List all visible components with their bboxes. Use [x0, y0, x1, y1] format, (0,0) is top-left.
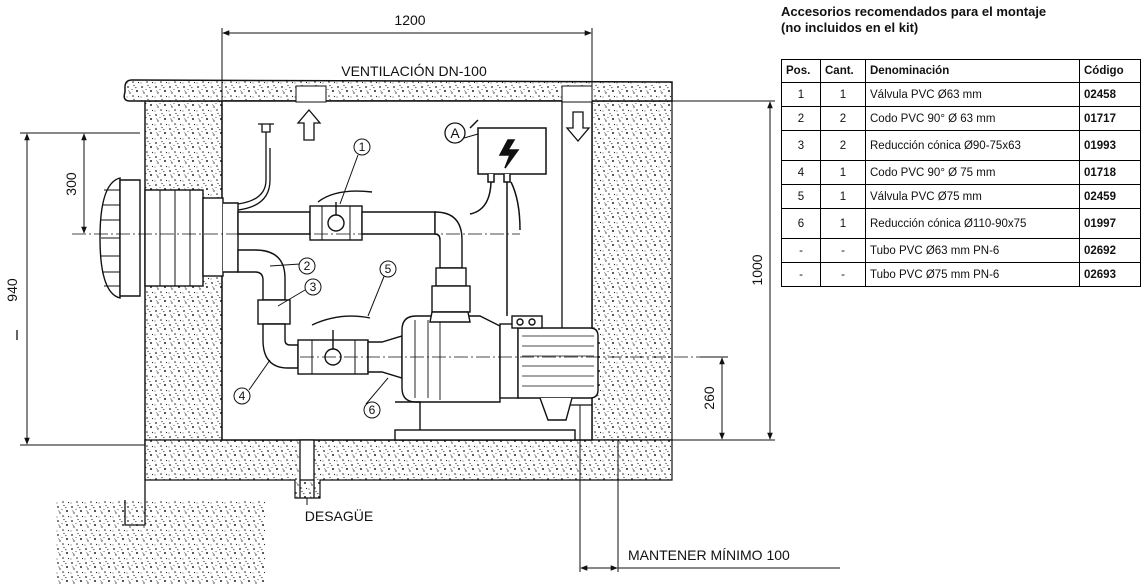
- cell-name: Codo PVC 90° Ø 63 mm: [865, 106, 1080, 131]
- cell-pos: -: [781, 238, 821, 263]
- cell-pos: 1: [781, 82, 821, 107]
- table-row: 4 1 Codo PVC 90° Ø 75 mm 01718: [781, 160, 1141, 185]
- cell-code: 01997: [1079, 208, 1141, 239]
- svg-text:1: 1: [359, 140, 366, 154]
- dim-300-label: 300: [63, 172, 79, 196]
- table-header-row: Pos. Cant. Denominación Código: [781, 59, 1141, 83]
- cell-name: Reducción cónica Ø90-75x63: [865, 130, 1080, 161]
- cell-name: Codo PVC 90° Ø 75 mm: [865, 160, 1080, 185]
- marker-6: 6: [363, 401, 381, 419]
- accessories-table: Pos. Cant. Denominación Código 1 1 Válvu…: [781, 59, 1141, 287]
- table-row: 6 1 Reducción cónica Ø110-90x75 01997: [781, 208, 1141, 239]
- svg-text:6: 6: [369, 403, 376, 417]
- cell-cant: 1: [820, 160, 866, 185]
- cell-cant: -: [820, 238, 866, 263]
- cell-cant: -: [820, 262, 866, 287]
- pump: [394, 311, 599, 441]
- marker-A: A: [444, 122, 466, 144]
- svg-text:5: 5: [385, 262, 392, 276]
- col-pos: Pos.: [781, 59, 821, 83]
- vent-opening-left: [295, 85, 327, 103]
- cell-code: 02693: [1079, 262, 1141, 287]
- cell-code: 01717: [1079, 106, 1141, 131]
- cell-name: Válvula PVC Ø63 mm: [865, 82, 1080, 107]
- drain-label: DESAGÜE: [305, 507, 373, 524]
- table-row: - - Tubo PVC Ø63 mm PN-6 02692: [781, 238, 1141, 263]
- electrical-box: [469, 119, 547, 316]
- table-row: 3 2 Reducción cónica Ø90-75x63 01993: [781, 130, 1141, 161]
- svg-text:3: 3: [310, 280, 317, 294]
- cell-cant: 1: [820, 208, 866, 239]
- drain: [299, 439, 315, 498]
- ventilation-label: VENTILACIÓN DN-100: [341, 63, 487, 79]
- vent-opening-right: [561, 85, 593, 103]
- table-row: - - Tubo PVC Ø75 mm PN-6 02693: [781, 262, 1141, 287]
- cell-cant: 1: [820, 82, 866, 107]
- dim-1000-label: 1000: [749, 254, 765, 285]
- svg-text:2: 2: [304, 259, 311, 273]
- cell-name: Válvula PVC Ø75 mm: [865, 184, 1080, 209]
- col-cant: Cant.: [820, 59, 866, 83]
- cell-code: 01718: [1079, 160, 1141, 185]
- col-denominacion: Denominación: [865, 59, 1080, 83]
- wall-passage-skimmer: [99, 177, 239, 299]
- airflow-up-arrow: [296, 108, 322, 141]
- dim-260-label: 260: [701, 386, 717, 410]
- cell-pos: 6: [781, 208, 821, 239]
- cell-pos: 3: [781, 130, 821, 161]
- accessories-title: Accesorios recomendados para el montaje …: [781, 4, 1141, 36]
- air-vent-tap: [237, 123, 274, 211]
- cell-name: Tubo PVC Ø75 mm PN-6: [865, 262, 1080, 287]
- accessories-title-line1: Accesorios recomendados para el montaje: [781, 4, 1047, 19]
- cell-code: 02692: [1079, 238, 1141, 263]
- dimension-lines: [20, 28, 840, 572]
- cell-code: 02459: [1079, 184, 1141, 209]
- marker-3: 3: [304, 278, 322, 296]
- cell-name: Tubo PVC Ø63 mm PN-6: [865, 238, 1080, 263]
- min-clearance-label: MANTENER MÍNIMO 100: [628, 547, 790, 563]
- marker-1: 1: [353, 138, 371, 156]
- table-row: 5 1 Válvula PVC Ø75 mm 02459: [781, 184, 1141, 209]
- svg-text:4: 4: [239, 389, 246, 403]
- airflow-down-arrow: [565, 111, 591, 143]
- cell-name: Reducción cónica Ø110-90x75: [865, 208, 1080, 239]
- cell-code: 01993: [1079, 130, 1141, 161]
- cell-cant: 1: [820, 184, 866, 209]
- cell-pos: 5: [781, 184, 821, 209]
- cell-pos: -: [781, 262, 821, 287]
- accessories-title-line2: (no incluidos en el kit): [781, 20, 919, 35]
- cell-cant: 2: [820, 130, 866, 161]
- marker-5: 5: [379, 260, 397, 278]
- marker-leaders: [248, 133, 479, 405]
- svg-text:A: A: [450, 125, 460, 141]
- cell-code: 02458: [1079, 82, 1141, 107]
- col-codigo: Código: [1079, 59, 1141, 83]
- table-row: 2 2 Codo PVC 90° Ø 63 mm 01717: [781, 106, 1141, 131]
- cell-cant: 2: [820, 106, 866, 131]
- table-row: 1 1 Válvula PVC Ø63 mm 02458: [781, 82, 1141, 107]
- cell-pos: 2: [781, 106, 821, 131]
- position-markers: 1 2 3 4 5 6 A: [233, 122, 466, 419]
- dim-width-label: 1200: [394, 12, 425, 28]
- marker-2: 2: [298, 257, 316, 275]
- cell-pos: 4: [781, 160, 821, 185]
- marker-4: 4: [233, 387, 251, 405]
- dim-940-label: 940: [4, 278, 20, 302]
